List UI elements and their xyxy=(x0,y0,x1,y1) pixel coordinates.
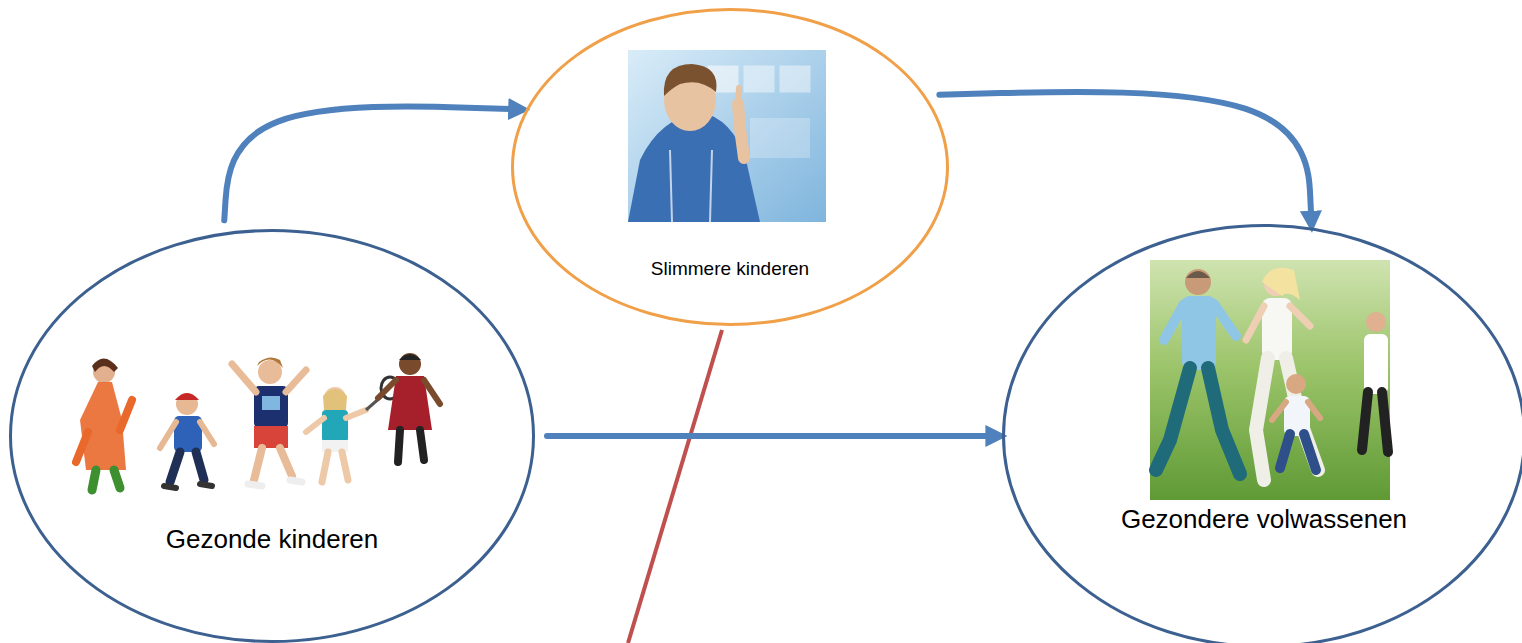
arrow-connector xyxy=(547,433,992,439)
strike-line xyxy=(628,330,722,643)
family-illustration xyxy=(1150,260,1390,500)
ellipse-outline xyxy=(1002,224,1522,643)
node-label: Slimmere kinderen xyxy=(511,258,949,281)
ellipse-outline xyxy=(9,229,535,643)
node-label: Gezonde kinderen xyxy=(9,524,535,555)
ellipse-shape xyxy=(11,231,534,642)
arrow-connector xyxy=(224,106,515,220)
node-label: Gezondere volwassenen xyxy=(1002,504,1522,535)
ellipse-shape xyxy=(1004,226,1522,643)
ellipse-node: Gezondere volwassenen xyxy=(1002,224,1522,643)
children-illustration xyxy=(76,353,440,490)
boy-screen-illustration xyxy=(628,50,826,222)
ellipse-node: Slimmere kinderen xyxy=(511,8,949,326)
ellipse-node: Gezonde kinderen xyxy=(9,229,535,643)
arrow-connector xyxy=(939,92,1311,217)
